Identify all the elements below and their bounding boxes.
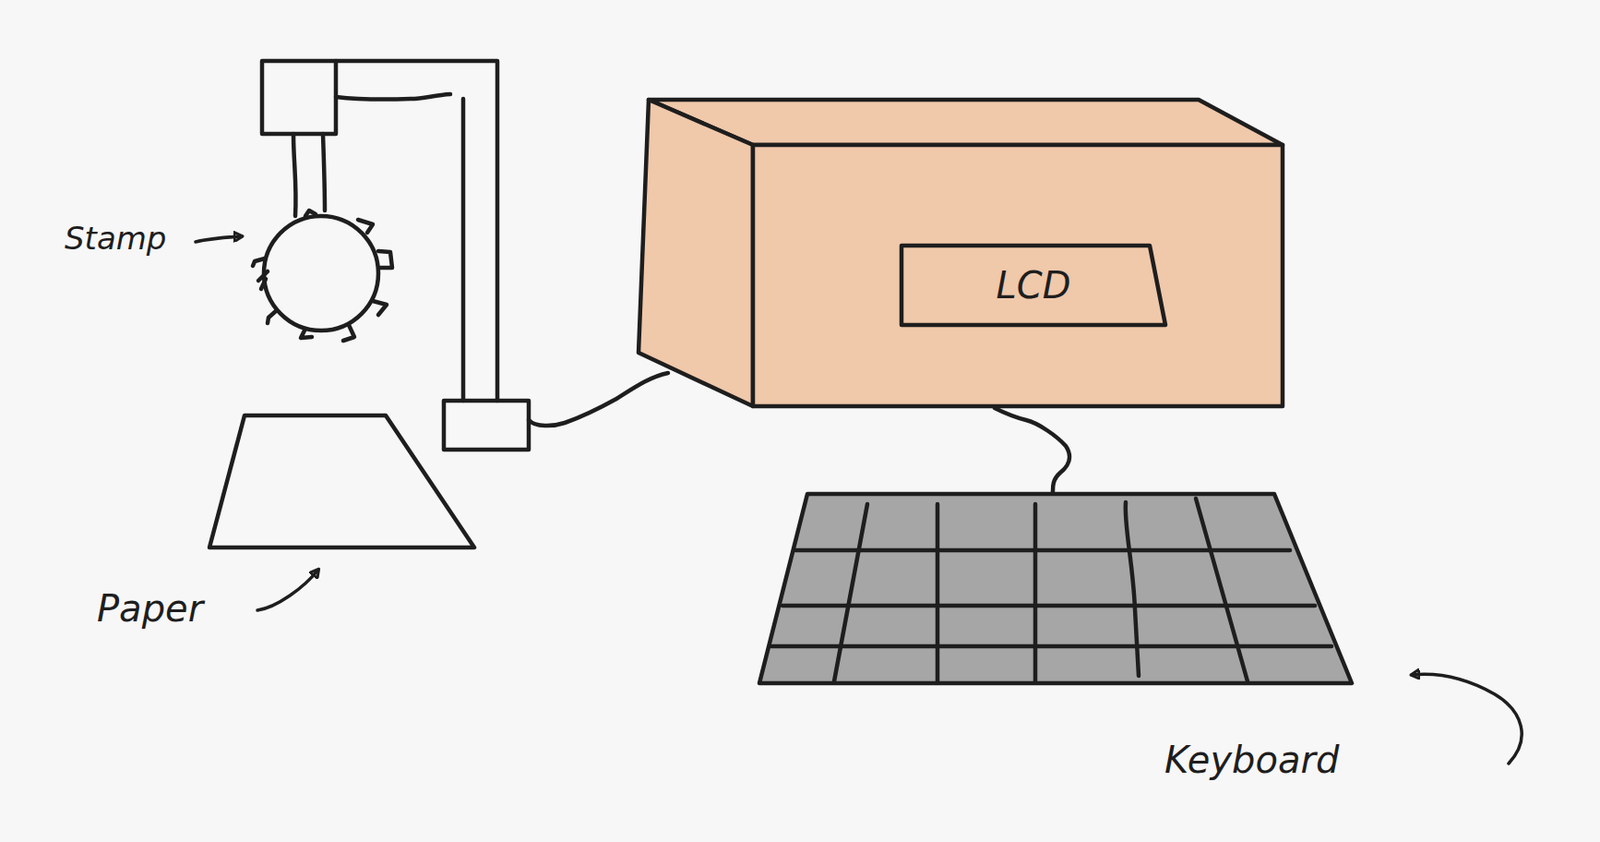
leader-arrow — [257, 569, 319, 610]
wire — [528, 372, 669, 426]
computer-box — [638, 99, 1283, 406]
keyboard-drawing — [759, 493, 1352, 683]
stamp-frame — [262, 60, 498, 401]
part-label: Keyboard — [1164, 738, 1339, 781]
node-text: LCD — [995, 263, 1071, 307]
leader-arrow — [195, 236, 242, 242]
stamp-wheel — [252, 210, 393, 341]
lcd-panel: LCD — [899, 243, 1168, 327]
part-label: Paper — [96, 586, 203, 630]
controller-box — [443, 400, 529, 450]
wire — [994, 407, 1070, 494]
lcd-shape — [901, 245, 1166, 325]
paper-sheet — [209, 415, 475, 548]
part-label: Stamp — [64, 219, 167, 257]
leader-arrow — [1411, 673, 1522, 764]
